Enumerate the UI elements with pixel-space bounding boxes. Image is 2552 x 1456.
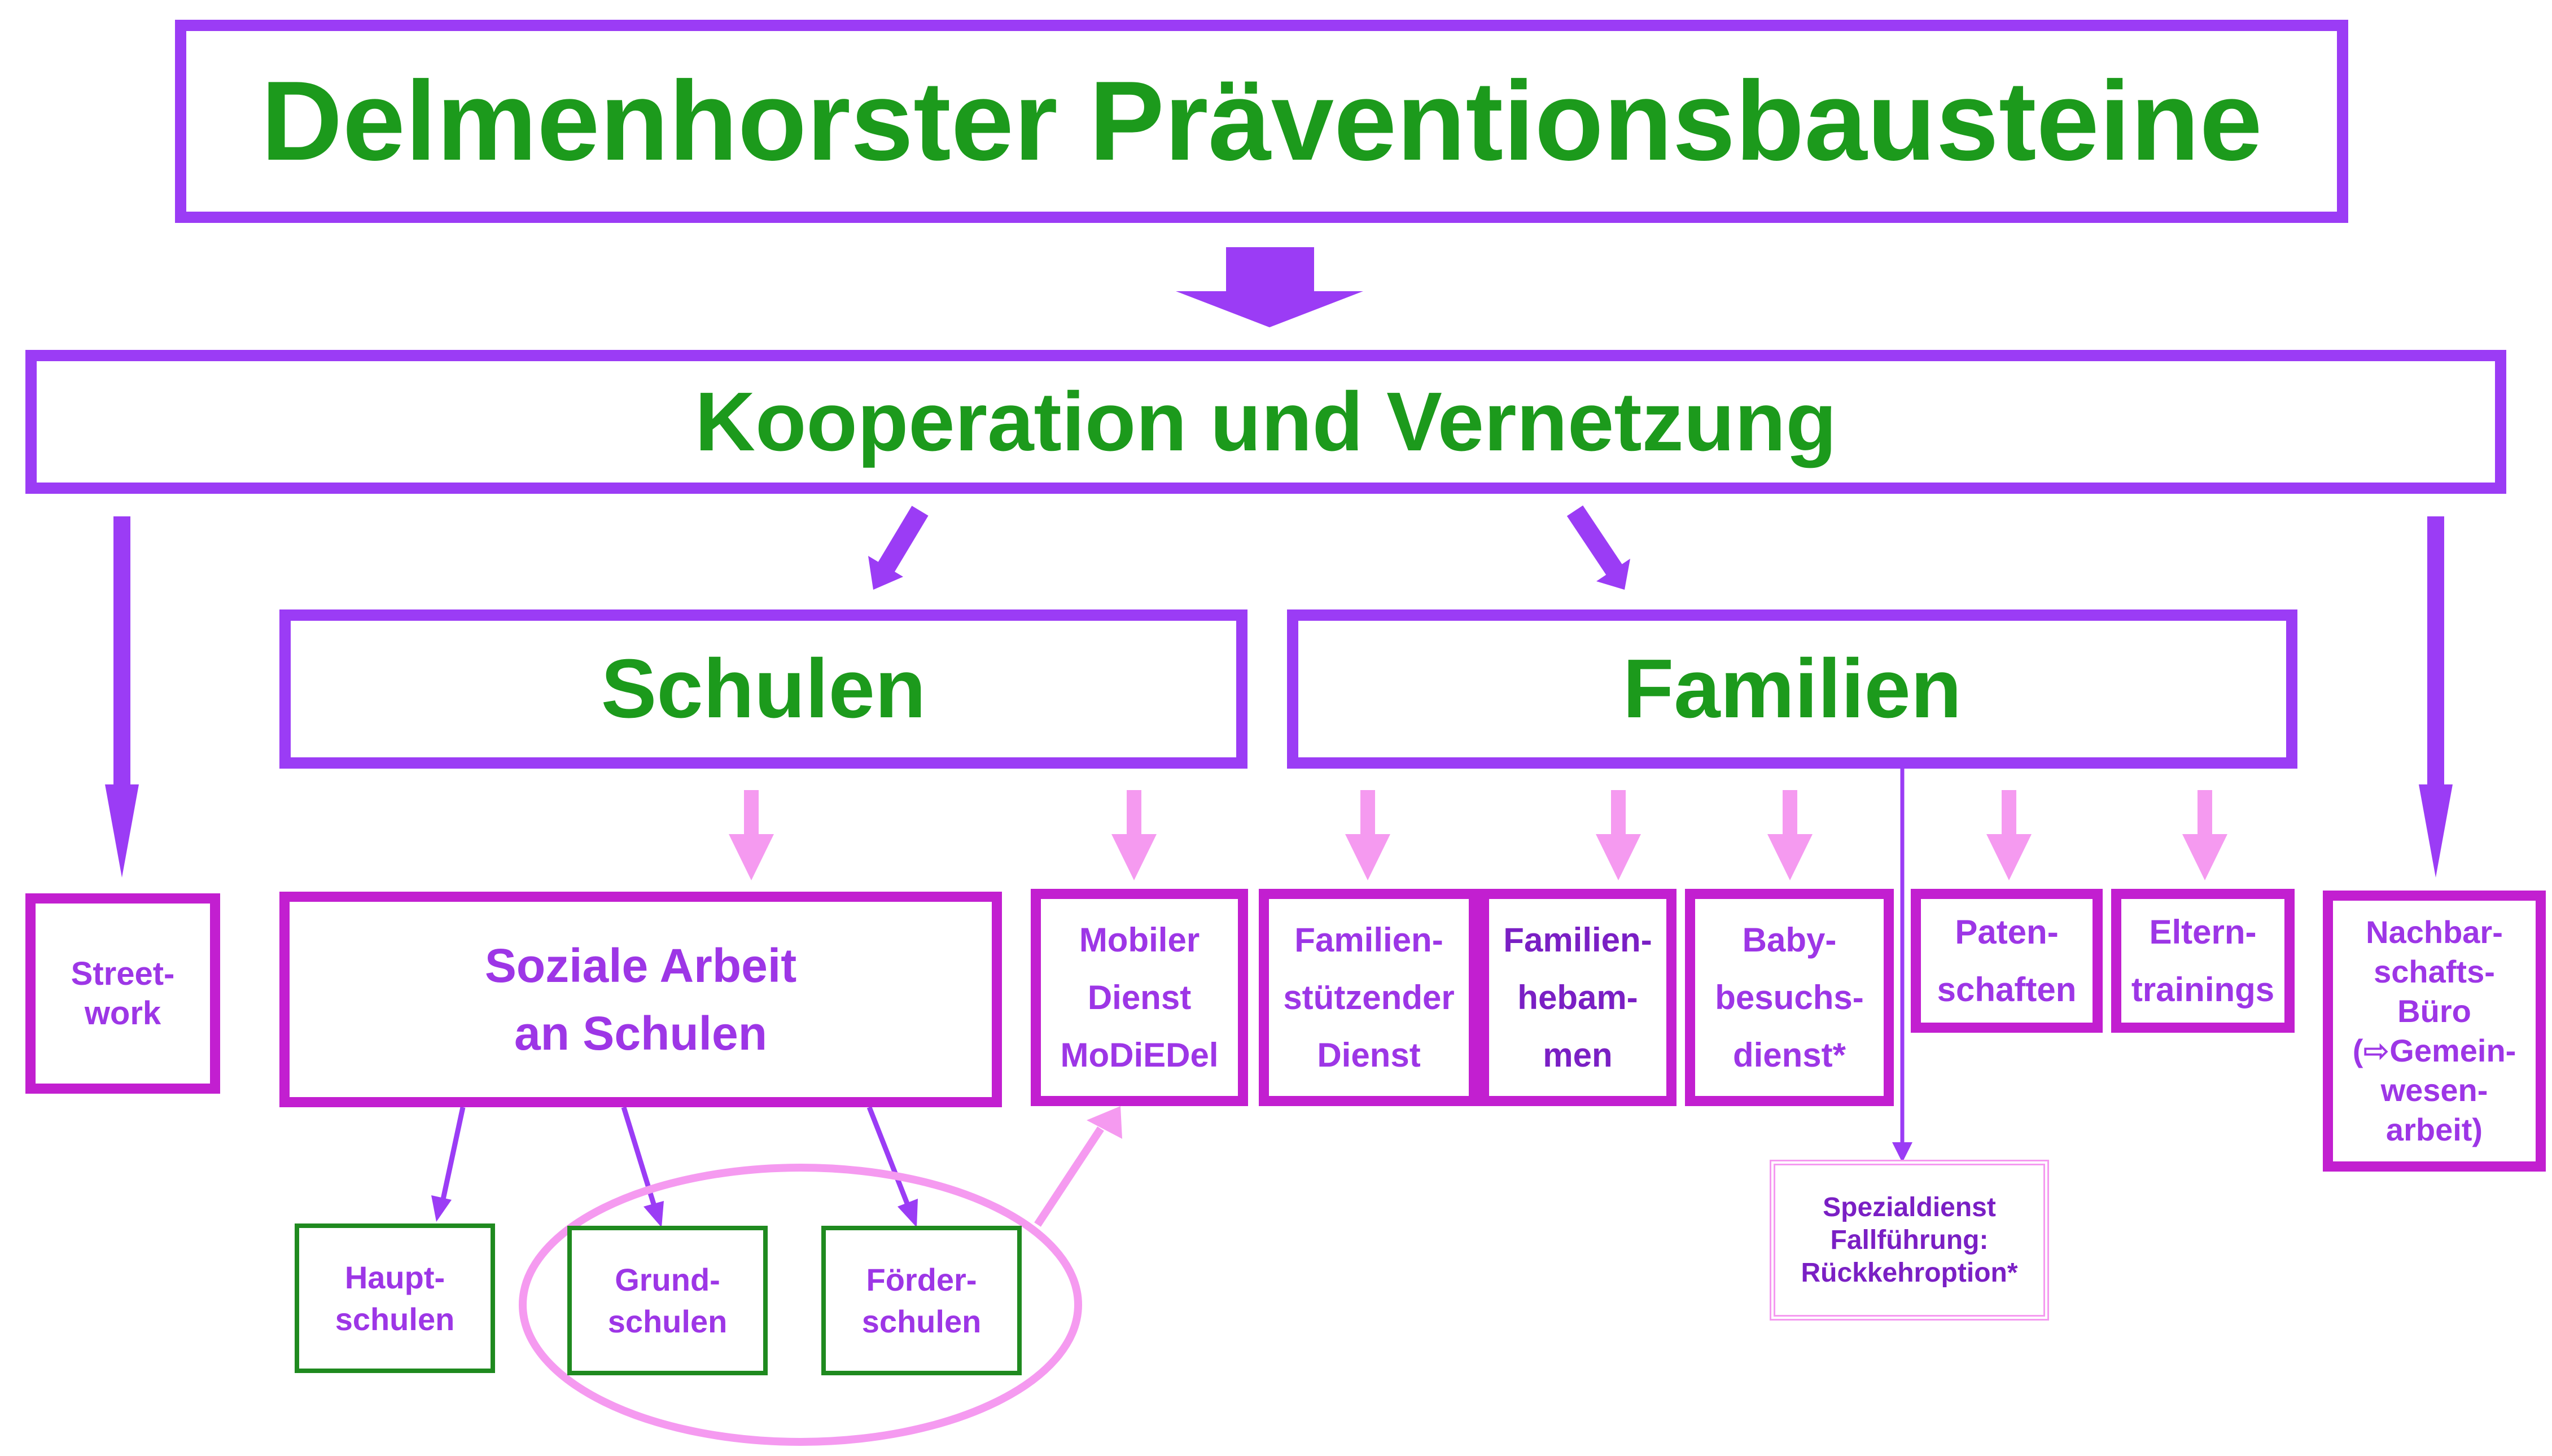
arrow-to-hauptschulen bbox=[431, 1107, 466, 1222]
special-service-line-1: Spezialdienst bbox=[1823, 1192, 1996, 1222]
pink-arrow-baby-visits bbox=[1767, 790, 1813, 880]
mobile-service-line-2: Dienst bbox=[1087, 978, 1192, 1016]
family-midwives-line-2: hebam- bbox=[1517, 978, 1638, 1016]
pink-arrow-mobile-service bbox=[1111, 790, 1157, 880]
grundschulen-line-1: Grund- bbox=[615, 1261, 720, 1297]
mobile-service-box: Mobiler Dienst MoDiEDel bbox=[1031, 889, 1248, 1106]
social-work-box: Soziale Arbeit an Schulen bbox=[279, 892, 1002, 1107]
foerderschulen-line-1: Förder- bbox=[866, 1261, 977, 1297]
families-header-label: Familien bbox=[1622, 642, 1962, 735]
mobile-service-line-3: MoDiEDel bbox=[1060, 1036, 1219, 1074]
page-title: Delmenhorster Präventionsbausteine bbox=[261, 58, 2262, 184]
neighborhood-line-3: Büro bbox=[2397, 993, 2471, 1029]
neighborhood-line-2: schafts- bbox=[2374, 954, 2495, 989]
special-service-connector bbox=[1892, 769, 1912, 1163]
parent-trainings-line-1: Eltern- bbox=[2149, 913, 2257, 951]
title-down-arrow bbox=[1176, 247, 1363, 327]
schools-arrow bbox=[868, 506, 929, 590]
neighborhood-line-6: arbeit) bbox=[2385, 1112, 2483, 1147]
streetwork-box: Street- work bbox=[25, 893, 220, 1094]
arrow-to-foerderschulen bbox=[866, 1106, 918, 1227]
parent-trainings-line-2: trainings bbox=[2131, 970, 2275, 1008]
streetwork-arrow bbox=[105, 516, 139, 878]
grundschulen-box: Grund- schulen bbox=[567, 1226, 768, 1375]
streetwork-line-1: Street- bbox=[71, 955, 175, 992]
hauptschulen-line-2: schulen bbox=[335, 1301, 455, 1337]
arrow-to-grundschulen bbox=[621, 1106, 664, 1227]
family-support-line-2: stützender bbox=[1283, 978, 1455, 1016]
foerderschulen-line-2: schulen bbox=[861, 1303, 982, 1339]
family-support-line-3: Dienst bbox=[1317, 1036, 1421, 1074]
hauptschulen-box: Haupt- schulen bbox=[295, 1223, 495, 1373]
family-midwives-line-3: men bbox=[1543, 1036, 1613, 1074]
family-midwives-box: Familien- hebam- men bbox=[1479, 889, 1676, 1106]
baby-visits-line-3: dienst* bbox=[1732, 1036, 1846, 1074]
social-work-line-1: Soziale Arbeit bbox=[484, 939, 797, 992]
cooperation-label: Kooperation und Vernetzung bbox=[695, 375, 1837, 468]
special-service-line-2: Fallführung: bbox=[1830, 1225, 1989, 1255]
family-support-line-1: Familien- bbox=[1294, 920, 1443, 959]
cooperation-box: Kooperation und Vernetzung bbox=[25, 350, 2506, 494]
school-group-ellipse bbox=[519, 1164, 1082, 1446]
family-midwives-line-1: Familien- bbox=[1503, 920, 1652, 959]
neighborhood-line-5: wesen- bbox=[2380, 1072, 2488, 1108]
baby-visits-line-1: Baby- bbox=[1742, 920, 1837, 959]
title-box: Delmenhorster Präventionsbausteine bbox=[175, 20, 2348, 223]
neighborhood-line-1: Nachbar- bbox=[2366, 914, 2503, 950]
foerderschulen-box: Förder- schulen bbox=[821, 1226, 1022, 1375]
families-header-box: Familien bbox=[1287, 609, 2297, 769]
pink-arrow-family-midwives bbox=[1596, 790, 1641, 880]
sponsorships-line-1: Paten- bbox=[1955, 913, 2059, 951]
schools-header-box: Schulen bbox=[279, 609, 1247, 769]
mobile-service-line-1: Mobiler bbox=[1079, 920, 1200, 959]
streetwork-line-2: work bbox=[84, 994, 161, 1032]
baby-visits-box: Baby- besuchs- dienst* bbox=[1685, 889, 1894, 1106]
special-service-line-3: Rückkehroption* bbox=[1801, 1257, 2018, 1288]
special-service-box: Spezialdienst Fallführung: Rückkehroptio… bbox=[1770, 1160, 2049, 1321]
sponsorships-line-2: schaften bbox=[1937, 970, 2077, 1008]
baby-visits-line-2: besuchs- bbox=[1715, 978, 1864, 1016]
social-work-line-2: an Schulen bbox=[514, 1007, 768, 1060]
parent-trainings-box: Eltern- trainings bbox=[2111, 889, 2295, 1033]
hauptschulen-line-1: Haupt- bbox=[344, 1259, 445, 1295]
sponsorships-box: Paten- schaften bbox=[1911, 889, 2103, 1033]
family-support-box: Familien- stützender Dienst bbox=[1259, 889, 1479, 1106]
pink-arrow-parent-trainings bbox=[2182, 790, 2227, 880]
pink-arrow-sponsorships bbox=[1986, 790, 2032, 880]
neighborhood-arrow bbox=[2419, 516, 2453, 878]
schools-header-label: Schulen bbox=[601, 642, 926, 735]
pink-arrow-social-work bbox=[729, 790, 774, 880]
neighborhood-office-box: Nachbar- schafts- Büro (⇨Gemein- wesen- … bbox=[2323, 891, 2546, 1172]
grundschulen-line-2: schulen bbox=[607, 1303, 728, 1339]
families-arrow bbox=[1566, 505, 1630, 590]
ellipse-to-mobile-arrow bbox=[1034, 1106, 1122, 1227]
neighborhood-line-4: (⇨Gemein- bbox=[2352, 1033, 2516, 1068]
pink-arrow-family-support bbox=[1345, 790, 1390, 880]
